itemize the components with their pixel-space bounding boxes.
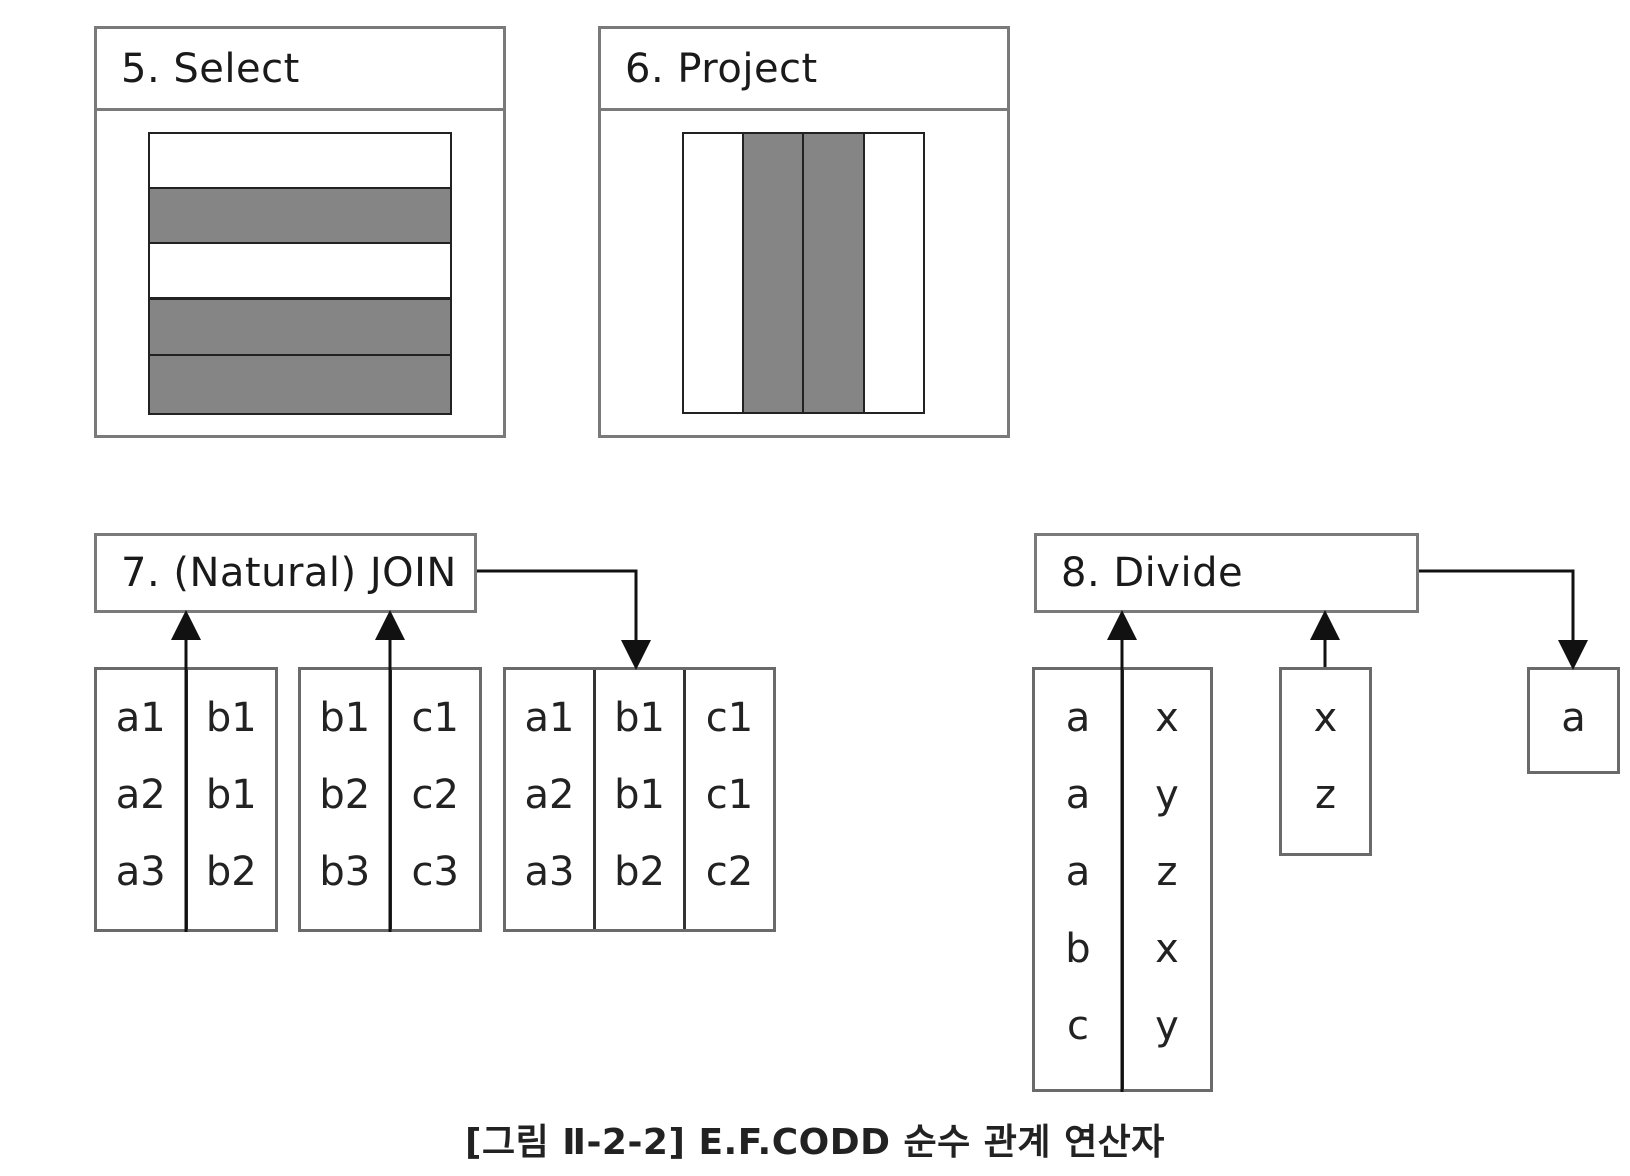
relation-column: a1 a2 a3 (506, 670, 596, 929)
divide-divisor-relation: x z (1279, 667, 1372, 856)
relation-cell: a (1065, 849, 1091, 895)
select-title: 5. Select (97, 29, 503, 111)
divide-title: 8. Divide (1034, 533, 1419, 613)
relation-cell: b1 (614, 772, 665, 818)
relation-cell: z (1315, 772, 1336, 818)
join-result-relation: a1 a2 a3 b1 b1 b2 c1 c1 c2 (503, 667, 776, 932)
relation-cell: a (1065, 695, 1091, 741)
relation-cell: y (1155, 1003, 1179, 1049)
relation-cell: c1 (705, 772, 754, 818)
relation-cell: a2 (115, 772, 166, 818)
relation-cell: a (1065, 772, 1091, 818)
select-row-unselected (148, 132, 452, 189)
relation-cell: x (1313, 695, 1338, 741)
relation-column: c1 c2 c3 (392, 670, 480, 929)
relation-cell: c (1067, 1003, 1089, 1049)
relation-cell: a2 (524, 772, 575, 818)
relation-column: x z (1282, 670, 1369, 853)
relation-cell: b1 (205, 695, 257, 741)
relation-cell: b1 (614, 695, 665, 741)
relation-column: c1 c1 c2 (686, 670, 773, 929)
relation-cell: a (1561, 695, 1586, 741)
relation-column: a (1530, 670, 1617, 771)
relation-cell: c1 (705, 695, 754, 741)
relation-cell: b2 (319, 772, 371, 818)
relation-cell: c1 (411, 695, 459, 741)
relation-column: b1 b1 b2 (188, 670, 276, 929)
relation-cell: z (1156, 849, 1178, 895)
project-table-graphic (682, 132, 925, 414)
project-column-unselected (863, 132, 925, 414)
project-column-selected (802, 132, 865, 414)
figure-caption: [그림 Ⅱ-2-2] E.F.CODD 순수 관계 연산자 (465, 1122, 1165, 1163)
divide-output-arrow (1419, 569, 1588, 670)
project-column-unselected (682, 132, 744, 414)
relation-cell: b1 (319, 695, 371, 741)
relation-cell: x (1155, 695, 1179, 741)
divide-result-relation: a (1527, 667, 1620, 774)
project-title: 6. Project (601, 29, 1007, 111)
relation-cell: a3 (115, 849, 166, 895)
relation-cell: c2 (705, 849, 754, 895)
relation-cell: b3 (319, 849, 371, 895)
relation-cell: a3 (524, 849, 575, 895)
relation-cell: y (1155, 772, 1179, 818)
select-row-selected (148, 354, 452, 415)
project-panel: 6. Project (598, 26, 1010, 438)
select-row-selected (148, 187, 452, 244)
relation-cell: b (1065, 926, 1091, 972)
select-table-graphic (148, 132, 452, 415)
relation-cell: b1 (205, 772, 257, 818)
join-output-arrow (477, 569, 651, 670)
relation-cell: a1 (524, 695, 575, 741)
select-panel: 5. Select (94, 26, 506, 438)
relation-cell: x (1155, 926, 1179, 972)
relation-cell: a1 (115, 695, 166, 741)
relation-cell: c3 (411, 849, 459, 895)
relation-column: x y z x y (1124, 670, 1210, 1089)
relation-column: b1 b1 b2 (596, 670, 686, 929)
relation-cell: b2 (205, 849, 257, 895)
relation-cell: b2 (614, 849, 665, 895)
join-title: 7. (Natural) JOIN (94, 533, 477, 613)
relation-cell: c2 (411, 772, 459, 818)
